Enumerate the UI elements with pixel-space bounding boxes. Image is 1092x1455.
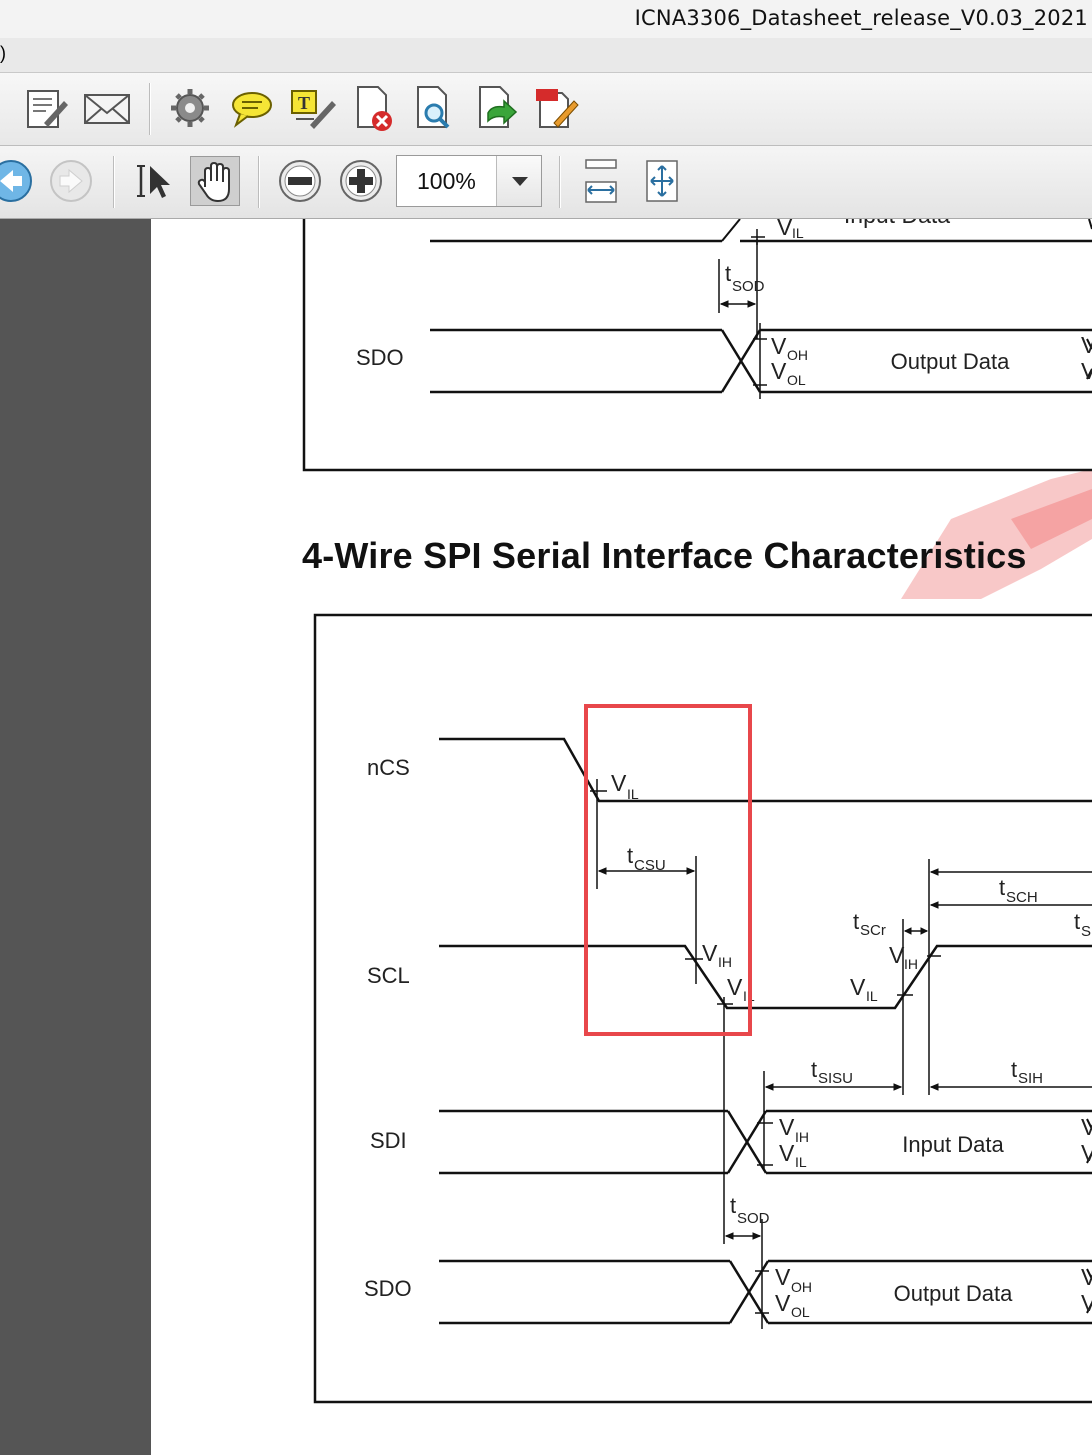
v-label: V — [771, 333, 787, 359]
v-label: V — [771, 358, 787, 384]
zoom-select[interactable]: 100% — [396, 155, 542, 207]
fit-page-icon[interactable] — [637, 156, 687, 206]
t-label: t — [1074, 909, 1080, 934]
oh-subscript: OH — [787, 347, 808, 363]
export-file-icon[interactable] — [472, 83, 522, 133]
v-label: V — [1081, 1140, 1092, 1166]
t-label: t — [811, 1057, 817, 1082]
t-label: t — [853, 909, 859, 934]
back-icon[interactable] — [0, 156, 36, 206]
window-title: ICNA3306_Datasheet_release_V0.03_2021 — [634, 6, 1088, 30]
v-label: V — [889, 942, 905, 968]
document-page[interactable]: Input Data V IL t SOD SDO V OH V OL Outp… — [151, 219, 1092, 1455]
sih-subscript: SIH — [1018, 1070, 1043, 1087]
il-subscript: IL — [866, 988, 878, 1004]
ih-subscript: IH — [718, 954, 732, 970]
t-label: t — [1011, 1057, 1017, 1082]
sch-subscript: SCH — [1006, 889, 1038, 906]
top-diagram-labels: Input Data V IL t SOD SDO V OH V OL Outp… — [356, 219, 1092, 388]
il-subscript: IL — [627, 786, 639, 802]
watermark — [901, 469, 1092, 599]
output-data-label: Output Data — [891, 349, 1010, 374]
v-label: V — [727, 974, 743, 1000]
v-label: V — [1081, 1114, 1092, 1140]
v-label: V — [850, 974, 866, 1000]
scl-signal-label: SCL — [367, 963, 410, 988]
v-label: V — [611, 770, 627, 796]
section-heading: 4-Wire SPI Serial Interface Characterist… — [302, 535, 1027, 576]
navigation-toolbar — [0, 146, 1092, 219]
t-label: t — [627, 843, 633, 868]
main-diagram — [313, 613, 1092, 1404]
v-label: V — [779, 1114, 795, 1140]
top-diagram — [302, 219, 1092, 472]
scr-subscript: SCr — [860, 922, 886, 939]
ncs-signal-label: nCS — [367, 755, 410, 780]
sdo-signal-label: SDO — [356, 345, 404, 370]
sisu-subscript: SISU — [818, 1070, 853, 1087]
v-label: V — [777, 219, 793, 240]
highlight-text-icon[interactable]: T — [288, 83, 338, 133]
ih-subscript: IH — [904, 956, 918, 972]
v-label: V — [1081, 1290, 1092, 1316]
ih-subscript: IH — [795, 1129, 809, 1145]
search-file-icon[interactable] — [410, 83, 460, 133]
settings-icon[interactable] — [165, 83, 215, 133]
v-label: V — [1081, 358, 1092, 384]
ol-subscript: OL — [787, 372, 806, 388]
il-subscript: IL — [792, 225, 804, 241]
menu-bar: ) — [0, 38, 1092, 73]
sod-subscript: SOD — [737, 1210, 770, 1227]
output-data-label: Output Data — [894, 1281, 1013, 1306]
t-label: t — [730, 1193, 736, 1218]
comment-icon[interactable] — [226, 83, 276, 133]
zoom-value[interactable]: 100% — [417, 168, 476, 194]
tools-toolbar: T — [0, 73, 1092, 146]
v-label: V — [702, 940, 718, 966]
email-icon[interactable] — [82, 83, 132, 133]
forward-icon[interactable] — [46, 156, 96, 206]
fit-width-icon[interactable] — [576, 156, 626, 206]
chevron-down-icon[interactable] — [496, 156, 541, 206]
csu-subscript: CSU — [634, 857, 666, 874]
window-titlebar: ICNA3306_Datasheet_release_V0.03_2021 — [0, 0, 1092, 38]
svg-text:T: T — [298, 93, 310, 113]
timing-diagrams: Input Data V IL t SOD SDO V OH V OL Outp… — [302, 219, 1092, 1404]
select-tool-icon[interactable] — [128, 156, 178, 206]
v-label: V — [1081, 1264, 1092, 1290]
input-data-label: Input Data — [902, 1132, 1004, 1157]
menu-fragment: ) — [0, 43, 6, 63]
il-subscript: IL — [795, 1154, 807, 1170]
v-label: V — [775, 1290, 791, 1316]
hand-tool-icon[interactable] — [190, 156, 240, 206]
v-label: V — [779, 1140, 795, 1166]
edit-document-icon[interactable] — [20, 83, 70, 133]
t-label: t — [725, 261, 731, 286]
t-label: t — [999, 875, 1005, 900]
input-data-partial-label: Input Data — [844, 219, 950, 228]
zoom-out-icon[interactable] — [275, 156, 325, 206]
s-subscript: S — [1081, 923, 1091, 940]
ol-subscript: OL — [791, 1304, 810, 1320]
sdi-signal-label: SDI — [370, 1128, 407, 1153]
delete-file-icon[interactable] — [350, 83, 400, 133]
v-label: V — [775, 1264, 791, 1290]
highlight-box — [584, 704, 752, 1036]
zoom-in-icon[interactable] — [336, 156, 386, 206]
redact-icon[interactable] — [532, 83, 582, 133]
left-panel — [0, 219, 151, 1455]
v-label: V — [1081, 332, 1092, 358]
sod-subscript: SOD — [732, 278, 765, 295]
oh-subscript: OH — [791, 1279, 812, 1295]
sdo-signal-label: SDO — [364, 1276, 412, 1301]
